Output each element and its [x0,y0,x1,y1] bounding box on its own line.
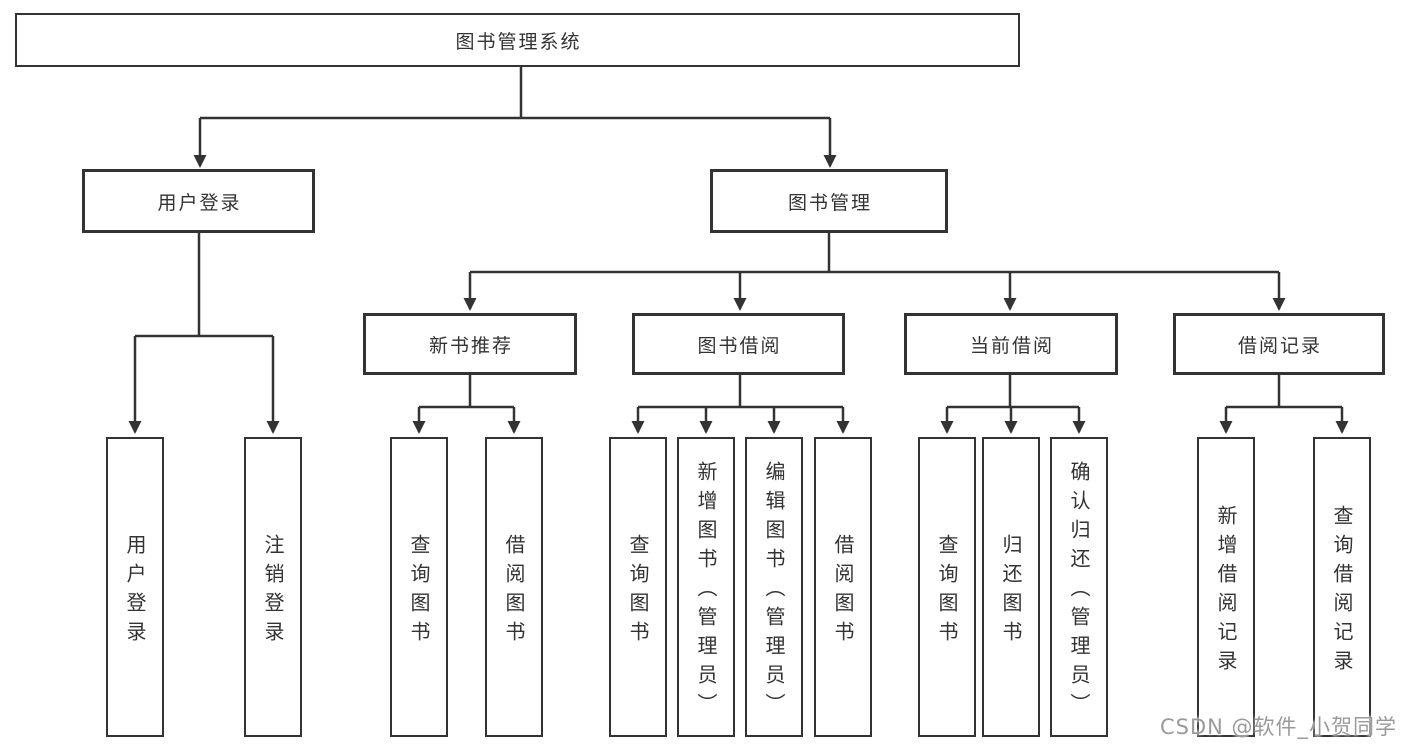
leaf-label: 查询图书 [626,533,650,650]
leaf-query-borrow-record: 查询借阅记录 [1313,437,1371,737]
leaf-label: 归还图书 [999,533,1023,650]
leaf-query-books-current: 查询图书 [918,437,976,737]
leaf-add-books-admin: 新增图书（管理员） [677,437,735,737]
leaf-query-books-borrow: 查询图书 [609,437,667,737]
leaf-label: 注销登录 [261,533,285,650]
leaf-query-books-recommend: 查询图书 [390,437,448,737]
leaf-confirm-return-admin: 确认归还（管理员） [1050,437,1108,737]
leaf-label: 借阅图书 [502,533,526,650]
csdn-watermark: CSDN @软件_小贺同学 [1160,715,1398,739]
leaf-borrow-books-recommend: 借阅图书 [485,437,543,737]
node-label: 图书借阅 [697,334,782,357]
leaf-user-login: 用户登录 [106,437,164,737]
leaf-logout: 注销登录 [244,437,302,737]
node-borrowing-records: 借阅记录 [1173,313,1385,375]
leaf-label: 借阅图书 [831,533,855,650]
leaf-label: 确认归还（管理员） [1067,461,1091,722]
leaf-label: 查询图书 [935,533,959,650]
leaf-label: 用户登录 [123,533,147,650]
leaf-label: 新增借阅记录 [1214,504,1238,679]
node-label: 新书推荐 [428,334,513,357]
node-label: 图书管理 [787,191,872,214]
leaf-label: 编辑图书（管理员） [762,461,786,722]
node-library-management-system: 图书管理系统 [15,13,1020,67]
node-current-borrowing: 当前借阅 [904,313,1118,375]
node-label: 借阅记录 [1237,334,1322,357]
node-label: 用户登录 [157,191,242,214]
leaf-edit-books-admin: 编辑图书（管理员） [745,437,803,737]
node-new-book-recommendation: 新书推荐 [363,313,577,375]
node-book-management: 图书管理 [710,169,948,233]
leaf-label: 查询借阅记录 [1330,504,1354,679]
leaf-borrow-books: 借阅图书 [814,437,872,737]
node-label: 当前借阅 [969,334,1054,357]
node-user-login: 用户登录 [82,169,315,233]
leaf-return-books: 归还图书 [982,437,1040,737]
node-book-borrowing: 图书借阅 [632,313,845,375]
node-label: 图书管理系统 [455,30,582,53]
leaf-label: 查询图书 [407,533,431,650]
leaf-label: 新增图书（管理员） [694,461,718,722]
leaf-add-borrow-record: 新增借阅记录 [1197,437,1255,737]
